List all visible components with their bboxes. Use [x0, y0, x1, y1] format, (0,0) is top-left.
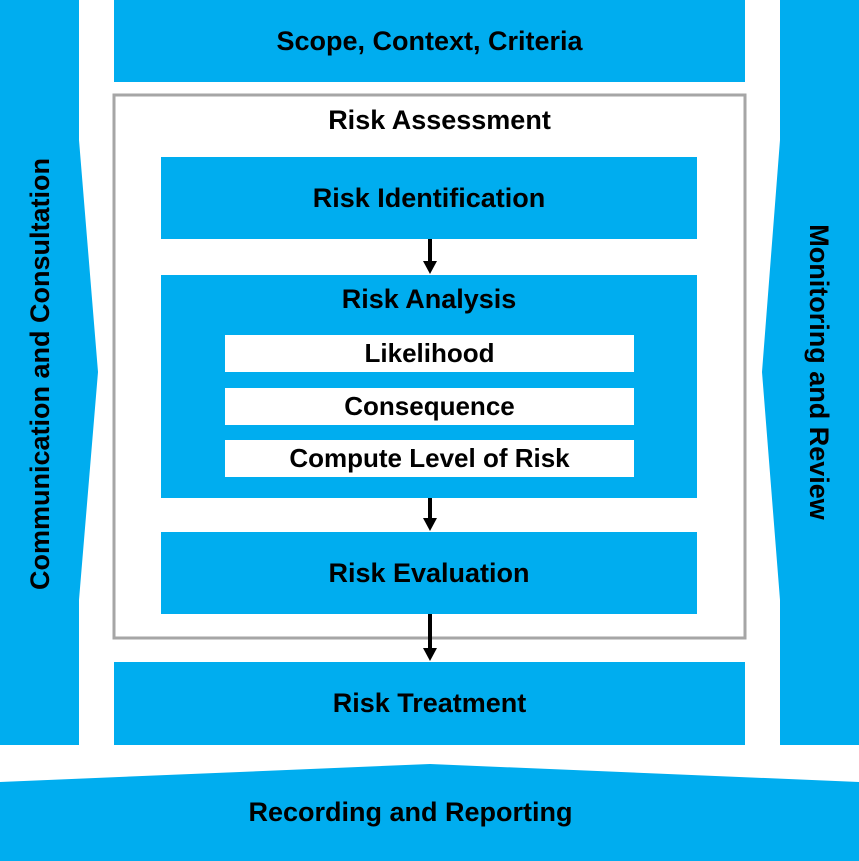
recording-reporting-label: Recording and Reporting [248, 796, 573, 827]
risk-identification-box: Risk Identification [161, 157, 697, 239]
risk-identification-label: Risk Identification [312, 182, 546, 213]
consequence-step: Consequence [225, 388, 634, 425]
risk-evaluation-label: Risk Evaluation [328, 557, 530, 588]
risk-analysis-title: Risk Analysis [341, 283, 517, 314]
arrow-analysis-to-evaluation [423, 498, 437, 531]
monitoring-band-shape [762, 0, 859, 745]
communication-consultation-label: Communication and Consultation [24, 158, 55, 590]
communication-band-shape [0, 0, 98, 745]
scope-context-criteria-box: Scope, Context, Criteria [114, 0, 745, 82]
recording-band-shape [0, 764, 859, 861]
risk-analysis-box: Risk Analysis Likelihood Consequence Com… [161, 275, 697, 498]
risk-assessment-title: Risk Assessment [328, 104, 551, 135]
risk-evaluation-box: Risk Evaluation [161, 532, 697, 614]
scope-label: Scope, Context, Criteria [276, 25, 583, 56]
arrow-assessment-to-treatment [423, 614, 437, 661]
risk-treatment-box: Risk Treatment [114, 662, 745, 745]
compute-level-of-risk-step: Compute Level of Risk [225, 440, 634, 477]
likelihood-step: Likelihood [225, 335, 634, 372]
risk-treatment-label: Risk Treatment [332, 688, 527, 718]
monitoring-review-label: Monitoring and Review [804, 224, 835, 520]
arrow-identification-to-analysis [423, 239, 437, 274]
